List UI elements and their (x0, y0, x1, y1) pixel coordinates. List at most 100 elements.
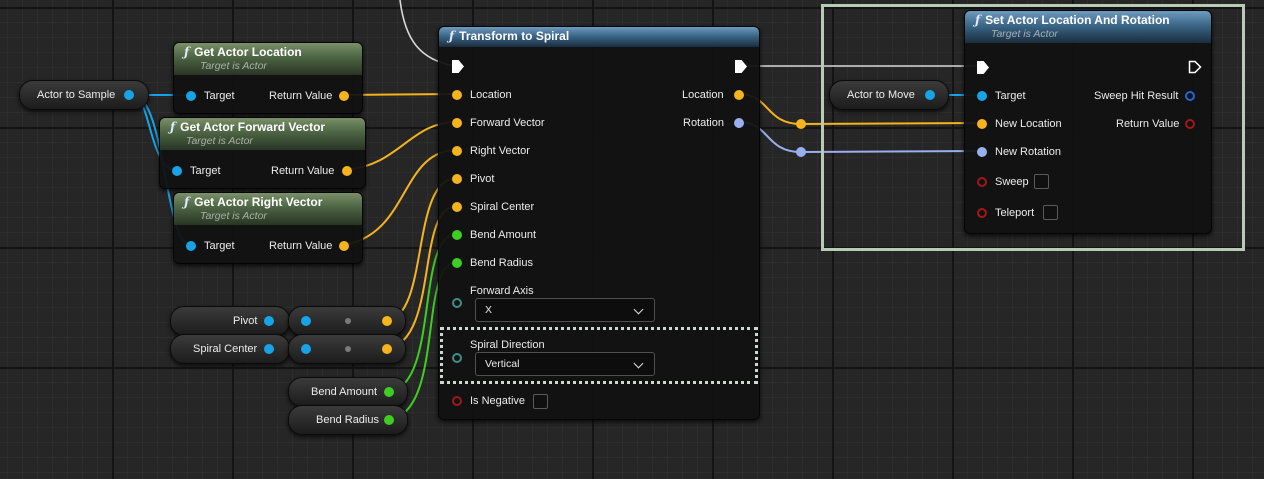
pin-label-new-location: New Location (995, 118, 1062, 130)
variable-label: Bend Radius (316, 414, 379, 426)
location-input-pin[interactable] (452, 90, 462, 100)
node-title: Set Actor Location And Rotation (985, 13, 1170, 27)
pin-label-bend-radius: Bend Radius (470, 257, 533, 269)
dropdown-value: X (485, 304, 493, 316)
forward-axis-input-pin[interactable] (452, 298, 462, 308)
wire-out-rotation (738, 121, 983, 154)
target-input-pin[interactable] (186, 241, 196, 251)
variable-pivot[interactable]: Pivot (170, 306, 290, 336)
variable-label: Pivot (233, 315, 258, 327)
forward-axis-dropdown[interactable]: X (475, 298, 655, 322)
reroute-knot-rotation (796, 147, 806, 157)
target-input-pin[interactable] (172, 166, 182, 176)
variable-actor-to-move[interactable]: Actor to Move (829, 80, 949, 110)
variable-label: Actor to Move (847, 89, 915, 101)
return-output-pin[interactable] (339, 241, 349, 251)
node-title: Get Actor Right Vector (194, 195, 323, 209)
spiral-center-input-pin[interactable] (452, 202, 462, 212)
is-negative-checkbox[interactable] (533, 394, 548, 409)
is-negative-input-pin[interactable] (452, 396, 462, 406)
pin-label-is-negative: Is Negative (470, 395, 526, 407)
node-subtitle: Target is Actor (186, 135, 253, 147)
return-output-pin[interactable] (339, 91, 349, 101)
target-input-pin[interactable] (977, 91, 987, 101)
break-vector-spiral-center[interactable] (288, 334, 406, 364)
location-output-pin[interactable] (734, 90, 744, 100)
spiral-direction-input-pin[interactable] (452, 353, 462, 363)
vector-output-pin[interactable] (382, 344, 392, 354)
float-output-pin[interactable] (384, 415, 394, 425)
pin-label-sweep-hit-result: Sweep Hit Result (1094, 90, 1179, 102)
return-output-pin[interactable] (342, 166, 352, 176)
pin-label-spiral-center: Spiral Center (470, 201, 535, 213)
passthrough-dot (345, 318, 351, 324)
node-title: Transform to Spiral (459, 29, 570, 43)
node-header: ƒ Transform to Spiral (439, 27, 759, 47)
variable-bend-radius[interactable]: Bend Radius (288, 405, 408, 435)
pin-label-return: Return Value (271, 165, 335, 177)
teleport-checkbox[interactable] (1043, 205, 1058, 220)
variable-actor-to-sample[interactable]: Actor to Sample (19, 80, 149, 110)
pin-label-new-rotation: New Rotation (995, 146, 1062, 158)
node-header: ƒ Get Actor Location Target is Actor (174, 43, 362, 75)
object-output-pin[interactable] (925, 90, 935, 100)
spiral-direction-dropdown[interactable]: Vertical (475, 352, 655, 376)
node-subtitle: Target is Actor (991, 28, 1058, 40)
node-get-actor-location[interactable]: ƒ Get Actor Location Target is Actor Targ… (173, 42, 363, 114)
passthrough-dot (345, 346, 351, 352)
vector-output-pin[interactable] (382, 316, 392, 326)
sweep-hit-result-output-pin[interactable] (1185, 91, 1195, 101)
chevron-down-icon (633, 304, 644, 315)
pin-label-location: Location (470, 89, 512, 101)
dropdown-value: Vertical (485, 358, 520, 370)
bend-radius-input-pin[interactable] (452, 258, 462, 268)
bend-amount-input-pin[interactable] (452, 230, 462, 240)
node-subtitle: Target is Actor (200, 60, 267, 72)
float-output-pin[interactable] (384, 387, 394, 397)
function-icon: ƒ (184, 195, 190, 209)
sweep-checkbox[interactable] (1034, 174, 1049, 189)
variable-bend-amount[interactable]: Bend Amount (288, 377, 408, 407)
pin-label-return: Return Value (269, 90, 333, 102)
exec-input-pin[interactable] (977, 61, 989, 74)
right-vector-input-pin[interactable] (452, 146, 462, 156)
function-icon: ƒ (449, 29, 455, 43)
new-location-input-pin[interactable] (977, 119, 987, 129)
exec-output-pin[interactable] (735, 60, 747, 73)
pin-label-forward-axis: Forward Axis (470, 285, 534, 297)
sweep-input-pin[interactable] (977, 177, 987, 187)
variable-label: Bend Amount (311, 386, 378, 398)
reroute-knot-location (796, 119, 806, 129)
struct-output-pin[interactable] (264, 344, 274, 354)
pin-label-spiral-direction: Spiral Direction (470, 339, 545, 351)
pin-label-return-value: Return Value (1116, 118, 1180, 130)
return-value-output-pin[interactable] (1185, 119, 1195, 129)
node-title: Get Actor Location (194, 45, 302, 59)
struct-output-pin[interactable] (264, 316, 274, 326)
target-input-pin[interactable] (186, 91, 196, 101)
pivot-input-pin[interactable] (452, 174, 462, 184)
pin-label-target: Target (204, 90, 235, 102)
new-rotation-input-pin[interactable] (977, 147, 987, 157)
rotation-output-pin[interactable] (734, 118, 744, 128)
exec-input-pin[interactable] (452, 60, 464, 73)
teleport-input-pin[interactable] (977, 208, 987, 218)
struct-input-pin[interactable] (301, 344, 311, 354)
break-vector-pivot[interactable] (288, 306, 406, 336)
exec-output-pin[interactable] (1188, 60, 1202, 74)
function-icon: ƒ (170, 120, 176, 134)
function-icon: ƒ (184, 45, 190, 59)
forward-vector-input-pin[interactable] (452, 118, 462, 128)
pin-label-right-vector: Right Vector (470, 145, 530, 157)
struct-input-pin[interactable] (301, 316, 311, 326)
object-output-pin[interactable] (124, 90, 134, 100)
pin-label-pivot: Pivot (470, 173, 495, 185)
variable-spiral-center[interactable]: Spiral Center (170, 334, 290, 364)
pin-label-out-location: Location (682, 89, 724, 101)
